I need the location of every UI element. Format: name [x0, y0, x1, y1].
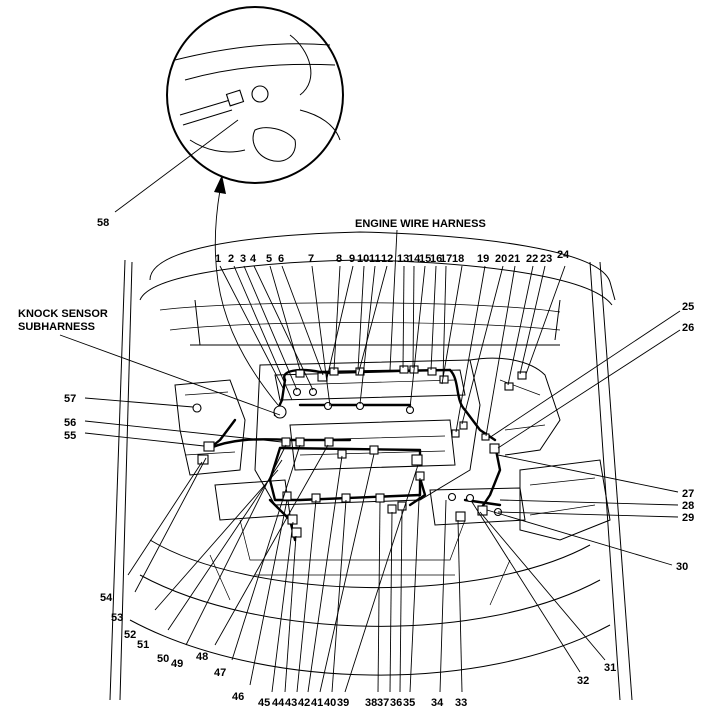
engine-wire-harness-title: ENGINE WIRE HARNESS: [355, 218, 486, 230]
callout-label: 57: [64, 393, 76, 405]
connector: [439, 375, 449, 384]
callout-label: 45: [258, 697, 270, 709]
connector: [292, 387, 302, 397]
connector: [427, 367, 437, 376]
callout-label: 42: [298, 697, 310, 709]
connector: [517, 371, 527, 380]
callout-label: 26: [682, 322, 694, 334]
callout-label: 58: [97, 217, 109, 229]
connector: [192, 403, 202, 413]
callout-label: 34: [431, 697, 444, 709]
callout-label: 23: [540, 253, 552, 265]
callout-label: 48: [196, 651, 208, 663]
callout-label: 49: [171, 658, 183, 670]
connector-set: [192, 365, 527, 538]
callout-label: 29: [682, 512, 694, 524]
connector: [291, 527, 302, 538]
callout-label: 54: [100, 592, 113, 604]
callout-label: 19: [477, 253, 489, 265]
connector: [481, 433, 490, 441]
callout-label: 4: [250, 253, 257, 265]
leader-lines: [59, 119, 681, 693]
callout-label: 24: [557, 249, 570, 261]
callout-label: 38: [365, 697, 377, 709]
connector: [369, 445, 379, 455]
connector: [324, 437, 334, 447]
connector: [451, 429, 460, 438]
connector: [323, 401, 333, 411]
callout-label: 13: [397, 253, 409, 265]
callout-label: 28: [682, 500, 694, 512]
connector: [387, 504, 397, 514]
connector: [411, 454, 423, 466]
callout-label: 6: [278, 253, 284, 265]
callout-label: 9: [349, 253, 355, 265]
connector: [459, 421, 468, 430]
callout-label: 31: [604, 662, 616, 674]
callout-label: 18: [452, 253, 464, 265]
callout-label: 33: [455, 697, 467, 709]
callout-label: 1: [215, 253, 221, 265]
callout-label: 43: [285, 697, 297, 709]
callout-label: 14: [408, 253, 421, 265]
callout-label: 12: [381, 253, 393, 265]
callout-label: 55: [64, 430, 76, 442]
callout-label: 46: [232, 691, 244, 703]
callout-label: 37: [377, 697, 389, 709]
connector: [489, 443, 500, 454]
callout-label: 51: [137, 639, 149, 651]
connector: [281, 437, 291, 447]
callout-label: 41: [311, 697, 323, 709]
callout-labels: 1 2 3 4 5 6 7 8 9 10 11 12 13 14 15 16 1…: [64, 217, 694, 709]
connector: [203, 441, 215, 452]
callout-label: 16: [430, 253, 442, 265]
ground-terminal: [273, 405, 287, 419]
callout-label: 22: [526, 253, 538, 265]
callout-label: 50: [157, 653, 169, 665]
callout-label: 11: [369, 253, 381, 265]
connector: [455, 511, 466, 522]
connector: [465, 493, 475, 503]
callout-label: 40: [324, 697, 336, 709]
connector: [295, 437, 305, 447]
callout-label: 53: [111, 612, 123, 624]
callout-label: 15: [419, 253, 431, 265]
callout-label: 30: [676, 561, 688, 573]
callout-label: 21: [508, 253, 520, 265]
callout-label: 27: [682, 488, 694, 500]
connector: [197, 454, 209, 465]
callout-label: 2: [228, 253, 234, 265]
connector: [375, 493, 385, 503]
callout-label: 36: [390, 697, 402, 709]
callout-label: 32: [577, 675, 589, 687]
callout-label: 7: [308, 253, 314, 265]
connector: [308, 387, 318, 397]
connector: [295, 369, 305, 378]
connector: [399, 365, 409, 374]
knock-sensor-title-line2: SUBHARNESS: [18, 321, 95, 333]
callout-label: 44: [272, 697, 285, 709]
detail-magnifier: [166, 6, 344, 184]
callout-label: 25: [682, 301, 694, 313]
callout-label: 8: [336, 253, 342, 265]
callout-label: 17: [440, 253, 452, 265]
callout-label: 35: [403, 697, 415, 709]
callout-label: 10: [357, 253, 369, 265]
callout-label: 3: [240, 253, 246, 265]
connector: [447, 492, 457, 502]
connector: [504, 382, 514, 391]
callout-label: 5: [266, 253, 272, 265]
callout-label: 52: [124, 629, 136, 641]
knock-sensor-title-line1: KNOCK SENSOR: [18, 308, 108, 320]
callout-label: 47: [214, 667, 226, 679]
callout-label: 39: [337, 697, 349, 709]
callout-label: 20: [495, 253, 507, 265]
callout-label: 56: [64, 417, 76, 429]
